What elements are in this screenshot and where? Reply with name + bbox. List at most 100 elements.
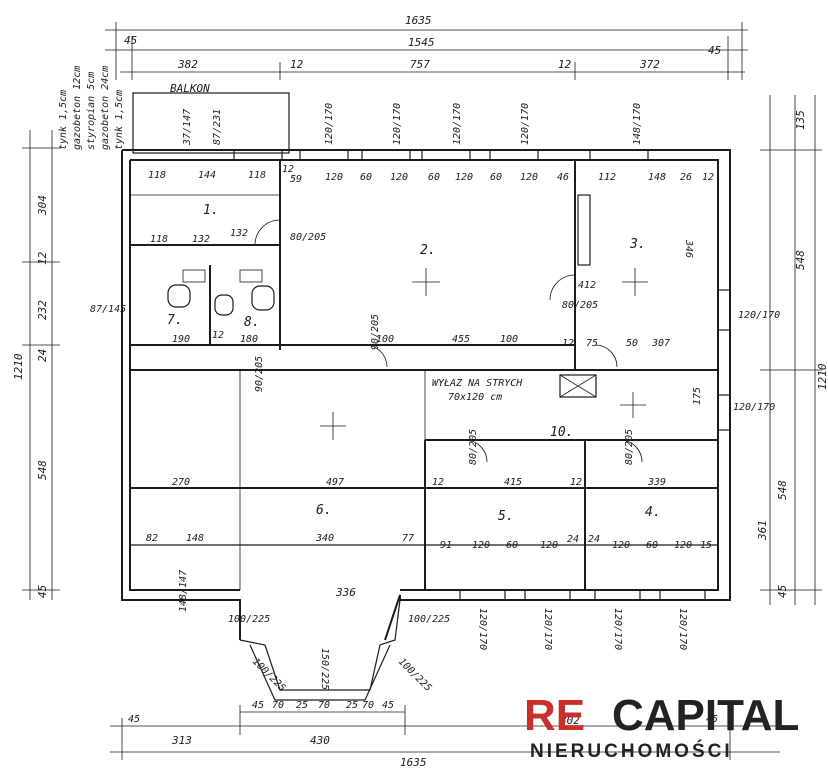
row-mid-6: 346	[683, 239, 694, 258]
row-bottom-11: 60	[646, 540, 658, 551]
room-6: 6.	[316, 503, 332, 518]
room-2: 2.	[420, 243, 436, 258]
dim-wall-left: 45	[124, 34, 137, 47]
row-bath-5: 12	[562, 338, 574, 349]
row-top-9: 120	[455, 172, 473, 183]
window-2: 120/170	[392, 103, 403, 145]
brand-capital: CAPITAL	[612, 691, 799, 740]
row-bottom-7: 120	[540, 540, 558, 551]
window-bottom-4: 120/170	[677, 608, 688, 650]
bay-width: 336	[335, 586, 356, 599]
misc-0: 87/145	[90, 304, 126, 315]
dim-top-left: 382	[177, 58, 198, 71]
dim-right-c: 135	[794, 110, 807, 130]
row-top-13: 112	[598, 172, 616, 183]
window-3: 120/170	[452, 103, 463, 145]
row-top-0: 118	[148, 170, 166, 181]
attic-label: WYŁAZ NA STRYCH	[432, 378, 523, 389]
right-windows: 120/170	[717, 289, 780, 431]
dim-right-e: 45	[776, 585, 789, 598]
dim-overall-bottom: 1635	[400, 756, 427, 768]
row-top-10: 60	[490, 172, 502, 183]
room-1: 1.	[203, 203, 219, 218]
row-mid-0: 118	[150, 234, 168, 245]
bottom-dim-4: 45	[706, 714, 718, 725]
row-lower-1: 497	[326, 477, 344, 488]
window-right-1: 120/170	[738, 310, 780, 321]
dim-right-total: 1210	[816, 363, 828, 390]
row-mid-3: 80/205	[290, 232, 326, 243]
row-top-12: 46	[557, 172, 569, 183]
right-dimension-lines: 135 548 1210 548 361 45	[756, 95, 828, 605]
bay-diag-right: 100/225	[396, 656, 434, 694]
row-top-6: 60	[360, 172, 372, 183]
misc-7: 80/205	[624, 429, 635, 465]
row-lower-3: 415	[504, 477, 522, 488]
window-4: 120/170	[520, 103, 531, 145]
bottom-dim-0: 45	[128, 714, 140, 725]
bathroom-fixtures	[167, 194, 591, 316]
row-bottom-13: 15	[700, 540, 712, 551]
room-labels: 1. 2. 3. 4. 5. 6. 7. 8. 10. WYŁAZ NA STR…	[167, 203, 661, 524]
row-bath-7: 50	[626, 338, 638, 349]
room-7: 7.	[167, 313, 183, 328]
row-top-8: 60	[428, 172, 440, 183]
bay-part-6: 45	[382, 700, 394, 711]
bay-right: 100/225	[408, 614, 450, 625]
dim-right-b: 548	[776, 480, 789, 500]
row-top-5: 120	[325, 172, 343, 183]
misc-5: 100	[500, 334, 518, 345]
bay-front: 150/225	[319, 648, 330, 690]
room-4: 4.	[645, 505, 661, 520]
row-top-4: 59	[290, 174, 302, 185]
brand-re: RE	[524, 691, 585, 740]
dim-inner-top: 1545	[408, 36, 435, 49]
misc-6: 80/205	[468, 429, 479, 465]
dim-right-a: 548	[794, 250, 807, 270]
brand-watermark: RE CAPITAL NIERUCHOMOŚCI	[524, 691, 799, 762]
row-lower-0: 270	[172, 477, 190, 488]
bay-part-1: 70	[272, 700, 284, 711]
row-bath-6: 75	[586, 338, 598, 349]
attic-size: 70x120 cm	[448, 392, 502, 403]
left-dimension-lines: 1210 304 12 232 24 548 45	[12, 130, 60, 600]
row-bottom-6: 60	[506, 540, 518, 551]
row-bottom-1: 148	[186, 533, 204, 544]
row-mid-2: 132	[230, 228, 248, 239]
window-bottom-3: 120/170	[612, 608, 623, 650]
row-bath-4: 455	[452, 334, 470, 345]
bay-part-5: 70	[362, 700, 374, 711]
misc-4: 90/205	[370, 314, 381, 350]
dim-right-d: 361	[756, 520, 769, 541]
dim-wall-right: 45	[708, 44, 721, 57]
bay-left: 100/225	[228, 614, 270, 625]
room-8: 8.	[244, 315, 260, 330]
row-lower-5: 339	[647, 477, 666, 488]
row-bath-2: 180	[240, 334, 258, 345]
dim-left-f: 24	[36, 349, 49, 362]
bay-diag-left: 100/225	[250, 656, 288, 694]
layer-4: gazobeton 24cm	[100, 66, 111, 150]
misc-10: 175	[692, 387, 703, 405]
row-bath-1: 12	[212, 330, 224, 341]
window-1: 120/170	[324, 103, 335, 145]
layer-5: tynk 1,5cm	[114, 90, 125, 150]
window-balcony-b: 87/231	[212, 109, 223, 145]
row-top-16: 12	[702, 172, 714, 183]
row-top-3: 12	[282, 164, 294, 175]
row-top-15: 26	[680, 172, 692, 183]
dim-left-total: 1210	[12, 353, 25, 380]
bay-window: 336 100/225 100/225 150/225 100/225 100/…	[178, 570, 450, 694]
dim-top-right: 372	[639, 58, 660, 71]
layer-3: styropian 5cm	[86, 72, 97, 150]
balcony-label: BALKON	[170, 82, 210, 95]
bay-part-4: 25	[346, 700, 358, 711]
room-5: 5.	[498, 509, 514, 524]
dim-left-c: 548	[36, 460, 49, 480]
dim-left-a: 304	[36, 195, 49, 216]
cross-markers	[320, 268, 648, 440]
balcony: BALKON	[132, 82, 290, 154]
bottom-dim-1: 313	[171, 734, 192, 747]
dim-top-mid: 757	[410, 58, 430, 71]
